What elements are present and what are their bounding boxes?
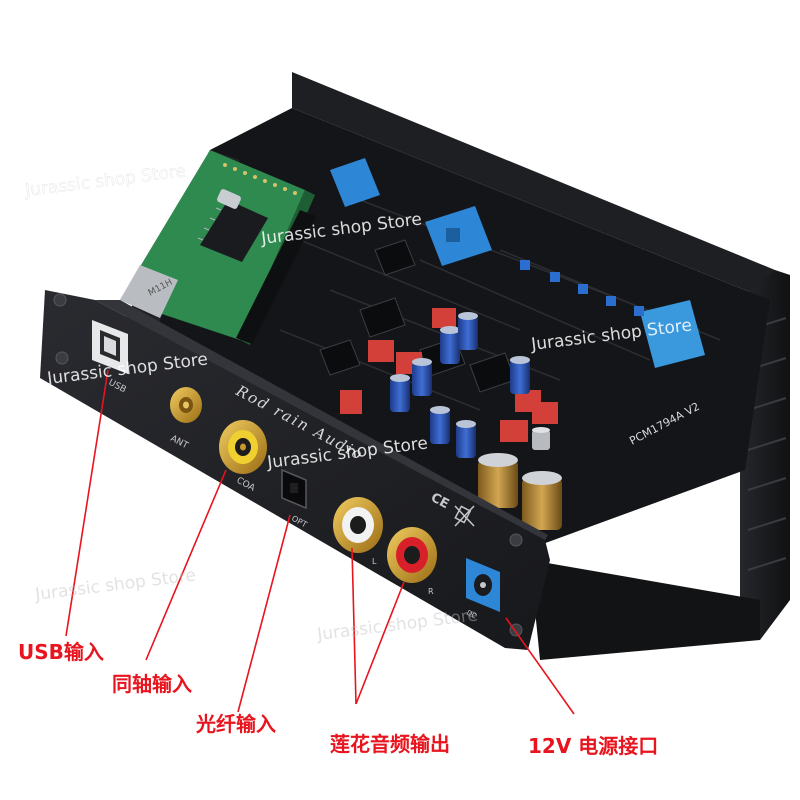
jack-label-dc: DC <box>465 609 478 621</box>
callout-usb-input: USB输入 <box>18 640 104 664</box>
module-crystal <box>217 189 241 209</box>
film-capacitors <box>340 308 558 442</box>
chassis-back-wall <box>292 72 775 300</box>
usb-b-port <box>92 320 128 374</box>
antenna-connector <box>170 387 202 423</box>
small-silver-capacitor <box>532 427 550 450</box>
callout-pointer-lines <box>65 369 575 715</box>
coax-rca-jack <box>219 420 267 474</box>
dc-power-jack <box>466 558 500 612</box>
module-main-chip <box>200 200 268 262</box>
callout-rca-output: 莲花音频输出 <box>330 732 450 756</box>
panel-screws <box>53 293 523 637</box>
module-chip-pins <box>197 207 222 241</box>
power-capacitors-gold <box>478 453 562 530</box>
module-header-strip <box>236 210 316 344</box>
trim-resistor-row <box>520 260 644 316</box>
callout-optical-input: 光纤输入 <box>196 712 276 736</box>
terminal-block-top <box>330 158 380 207</box>
rca-output-left <box>333 497 383 553</box>
weee-bin-icon <box>454 505 475 527</box>
terminal-block-center-screw <box>446 228 460 242</box>
chassis-bottom-edge <box>530 560 760 660</box>
module-header-pins <box>223 163 297 195</box>
watermark-2: Jurassic shop Store <box>489 105 653 145</box>
rca-output-right <box>387 527 437 583</box>
jack-label-left: L <box>372 557 377 566</box>
heatsink-ridges <box>747 317 787 571</box>
watermark-1: Jurassic shop Store <box>23 161 187 201</box>
terminal-block-right <box>640 300 705 368</box>
optical-port <box>281 468 307 510</box>
front-panel-top-edge <box>95 300 548 540</box>
jack-label-right: R <box>428 587 434 596</box>
watermark-9: Jurassic shop Store <box>315 605 479 645</box>
module-usb-connector <box>120 265 178 318</box>
electrolytic-capacitors-blue <box>390 312 530 458</box>
callout-coax-input: 同轴输入 <box>112 672 192 696</box>
callout-power-input: 12V 电源接口 <box>528 734 659 758</box>
